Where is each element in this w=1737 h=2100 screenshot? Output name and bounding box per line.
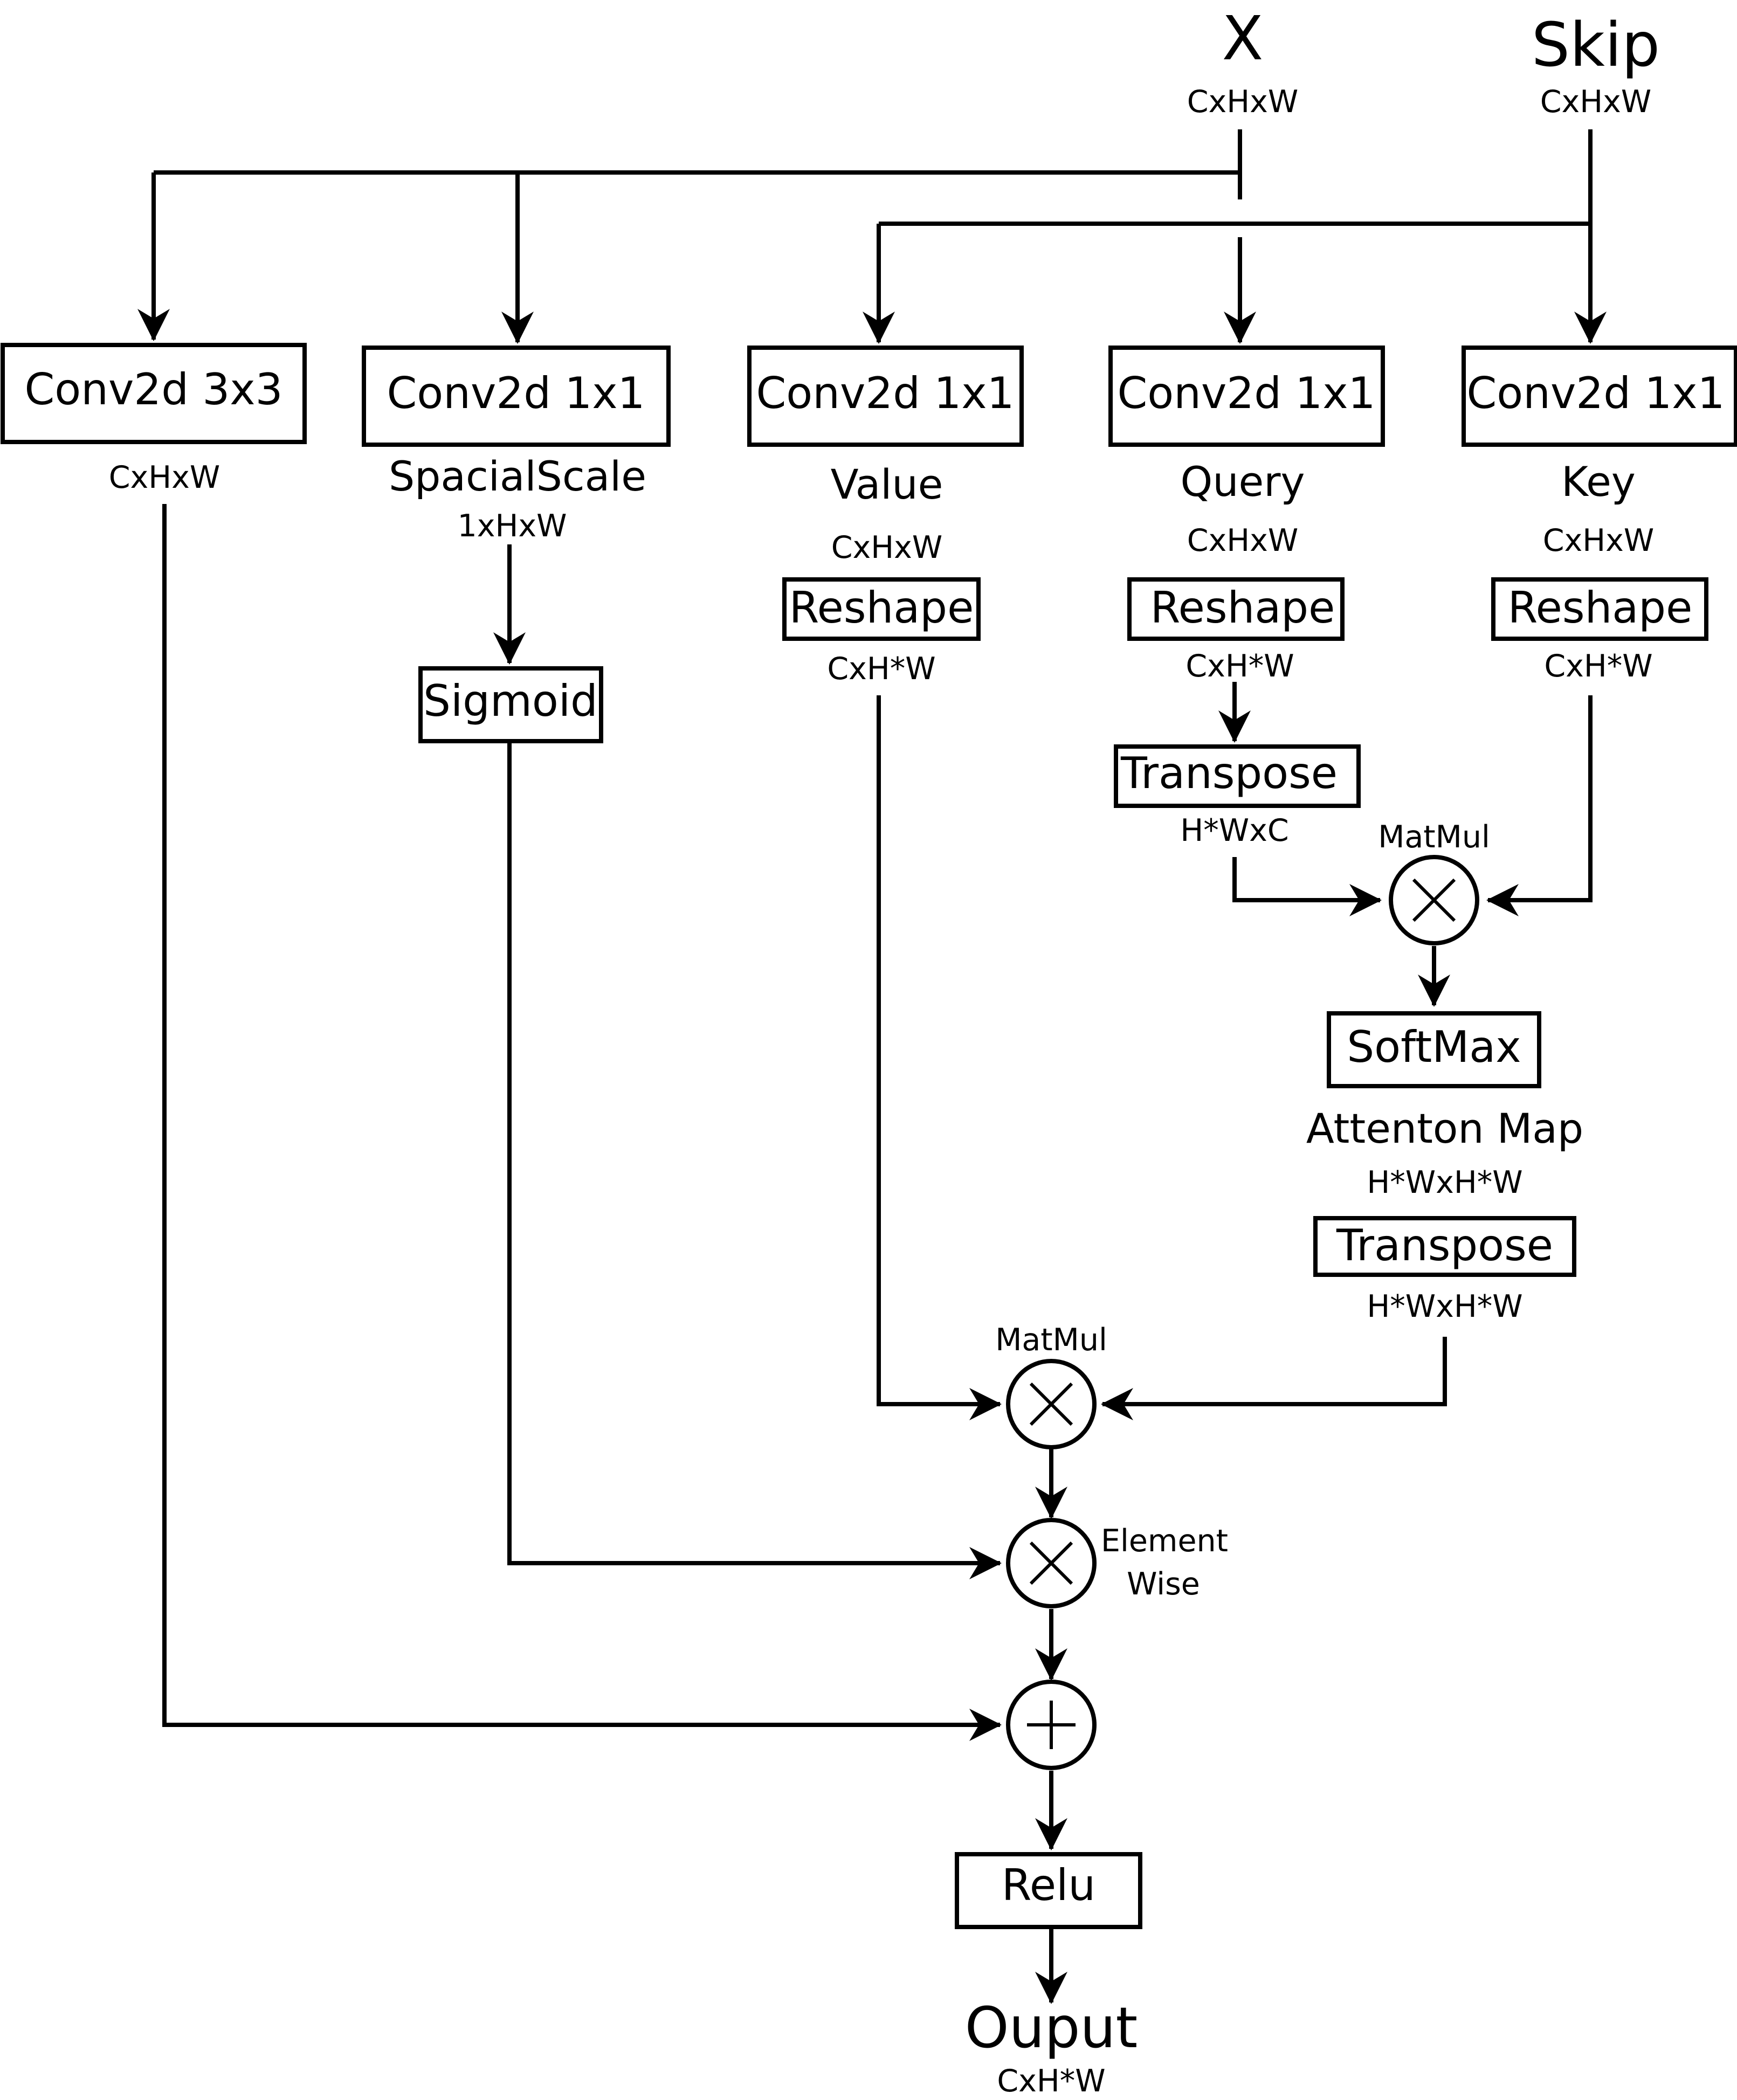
key-name: Key	[1561, 458, 1636, 506]
output-label: Ouput	[965, 1995, 1138, 2061]
key-reshape-box	[1491, 577, 1708, 641]
relu-label: Relu	[1002, 1860, 1095, 1910]
attention-to-matmul-arrow	[1101, 1337, 1447, 1420]
matmul-bottom-node	[1006, 1359, 1097, 1449]
softmax-box	[1327, 1011, 1541, 1088]
matmul-top-label: MatMul	[1378, 819, 1490, 855]
value-reshape-label: Reshape	[789, 583, 974, 633]
value-conv-label: Conv2d 1x1	[756, 368, 1014, 418]
attention-transpose-label: Transpose	[1336, 1220, 1553, 1270]
elementwise-multiply-node	[1006, 1518, 1097, 1608]
elementwise-label-line2: Wise	[1127, 1566, 1200, 1602]
spatial-conv-label: Conv2d 1x1	[387, 368, 645, 418]
query-conv-box	[1108, 346, 1385, 447]
elementwise-label-line1: Element	[1101, 1523, 1228, 1559]
value-name: Value	[831, 460, 943, 508]
skip-input-label: Skip	[1532, 10, 1660, 80]
add-node	[1006, 1680, 1097, 1770]
sigmoid-to-elementwise-arrow	[507, 741, 1002, 1579]
skip-input-shape: CxHxW	[1540, 84, 1652, 120]
value-to-matmul-arrow	[877, 695, 1002, 1420]
query-transpose-to-matmul-arrow	[1232, 857, 1382, 916]
matmul-top-node	[1389, 855, 1479, 945]
query-name: Query	[1181, 458, 1305, 506]
query-shape: CxHxW	[1187, 523, 1299, 558]
sigmoid-box	[418, 666, 603, 743]
key-reshape-shape: CxH*W	[1544, 648, 1652, 684]
sigmoid-label: Sigmoid	[423, 676, 598, 726]
query-reshape-box	[1127, 577, 1345, 641]
connectors	[137, 129, 1607, 2004]
conv3x3-shape: CxHxW	[109, 460, 220, 495]
relu-box	[955, 1852, 1142, 1929]
spatial-scale-shape: 1xHxW	[458, 508, 567, 544]
query-conv-label: Conv2d 1x1	[1117, 368, 1375, 418]
conv3x3-label: Conv2d 3x3	[24, 364, 282, 415]
value-reshape-shape: CxH*W	[827, 651, 935, 687]
x-input-shape: CxHxW	[1187, 84, 1299, 120]
value-conv-box	[747, 346, 1024, 447]
attention-transpose-shape: H*WxH*W	[1367, 1289, 1522, 1324]
query-transpose-label: Transpose	[1120, 748, 1338, 798]
key-conv-label: Conv2d 1x1	[1466, 368, 1725, 418]
spatial-conv-box	[362, 346, 671, 447]
key-conv-box	[1462, 346, 1737, 447]
conv3-to-add-arrow	[162, 504, 1002, 1741]
query-reshape-shape: CxH*W	[1185, 648, 1294, 684]
softmax-label: SoftMax	[1347, 1022, 1521, 1072]
query-reshape-label: Reshape	[1150, 583, 1335, 633]
query-transpose-box	[1114, 744, 1361, 808]
key-reshape-label: Reshape	[1508, 583, 1693, 633]
matmul-bottom-label: MatMul	[995, 1322, 1107, 1358]
attention-map-shape: H*WxH*W	[1367, 1165, 1522, 1200]
attention-map-name: Attenton Map	[1306, 1104, 1583, 1152]
x-input-label: X	[1222, 4, 1264, 74]
spatial-scale-name: SpacialScale	[389, 452, 646, 500]
output-shape: CxH*W	[997, 2063, 1105, 2099]
attention-transpose-box	[1313, 1216, 1576, 1277]
key-shape: CxHxW	[1543, 523, 1655, 558]
value-reshape-box	[782, 577, 981, 641]
query-transpose-shape: H*WxC	[1180, 813, 1288, 848]
conv3x3-box	[1, 343, 307, 444]
key-to-matmul-arrow	[1486, 695, 1593, 916]
value-shape: CxHxW	[831, 530, 943, 565]
